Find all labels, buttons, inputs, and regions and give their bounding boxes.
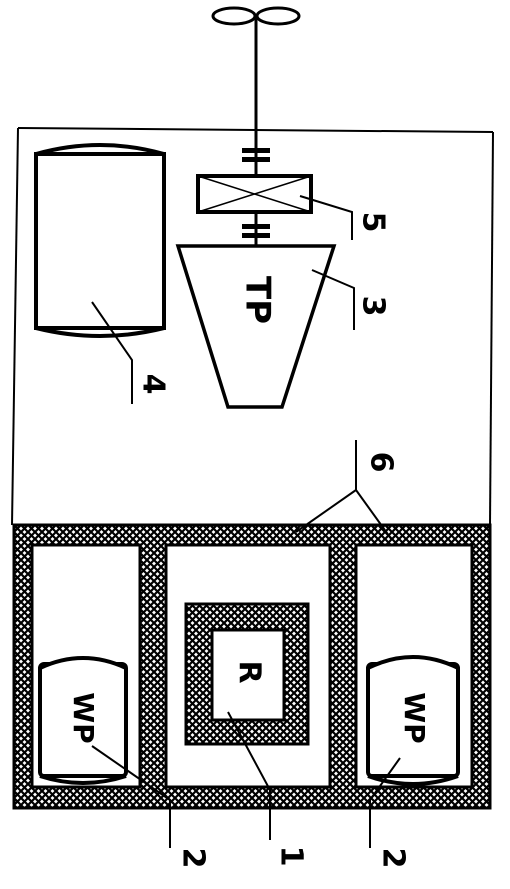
callout-4: 4 xyxy=(136,374,171,395)
callout-5: 5 xyxy=(356,212,391,233)
leader-lines xyxy=(91,195,401,848)
water-pool-left-label: WP xyxy=(67,692,100,743)
hull-left-line xyxy=(11,127,19,526)
coupling-icon xyxy=(242,224,270,238)
callout-2-left: 2 xyxy=(176,848,211,869)
water-pool-left: WP xyxy=(38,656,128,785)
turbine: TP xyxy=(175,244,337,409)
water-pool-right-label: WP xyxy=(398,692,431,743)
coupling-icon xyxy=(242,148,270,162)
callout-1: 1 xyxy=(274,846,309,867)
hull-right-line xyxy=(489,131,494,526)
callout-3: 3 xyxy=(356,296,391,317)
water-pool-right: WP xyxy=(366,655,460,786)
callout-6: 6 xyxy=(364,452,399,473)
reactor: R xyxy=(210,628,286,722)
gearbox xyxy=(196,174,313,214)
reactor-label: R xyxy=(232,660,267,683)
turbine-label: TP xyxy=(238,276,278,324)
tank xyxy=(34,143,166,338)
callout-2-right: 2 xyxy=(376,848,411,869)
